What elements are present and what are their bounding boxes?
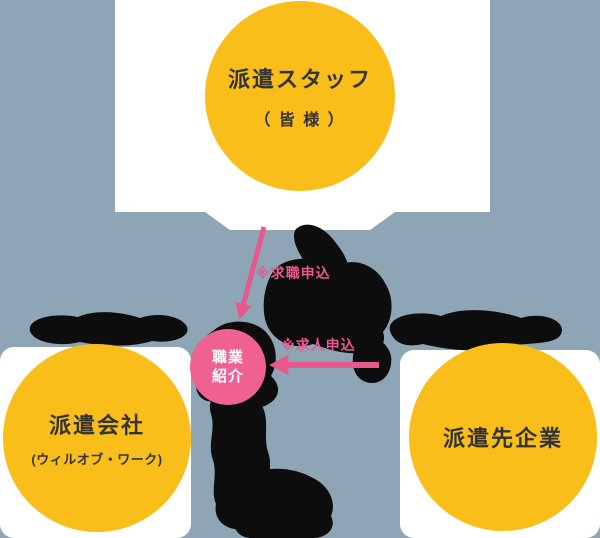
placement-node: 職業 紹介 xyxy=(190,329,266,405)
staff-subtitle: （ 皆 様 ） xyxy=(254,112,346,129)
agency-title: 派遣会社 xyxy=(48,413,145,438)
job-seek-label: ※求職申込 xyxy=(256,265,331,281)
ink-blob-bottom xyxy=(232,468,333,538)
ink-blob-vertical-band xyxy=(209,388,271,530)
client-node: 派遣先企業 xyxy=(409,343,597,531)
staff-title: 派遣スタッフ xyxy=(227,67,372,92)
ink-blob-center-arm xyxy=(352,337,392,383)
ink-blob-left xyxy=(29,312,188,346)
agency-subtitle: (ウィルオブ・ワーク) xyxy=(31,452,163,467)
job-offer-label: ※求人申込 xyxy=(281,337,356,353)
ink-blob-right xyxy=(389,310,562,351)
placement-label-line1: 職業 xyxy=(211,348,244,366)
client-title: 派遣先企業 xyxy=(442,426,563,451)
placement-label-line2: 紹介 xyxy=(211,368,244,385)
staff-node: 派遣スタッフ （ 皆 様 ） xyxy=(205,1,395,191)
agency-node: 派遣会社 (ウィルオブ・ワーク) xyxy=(3,344,191,532)
